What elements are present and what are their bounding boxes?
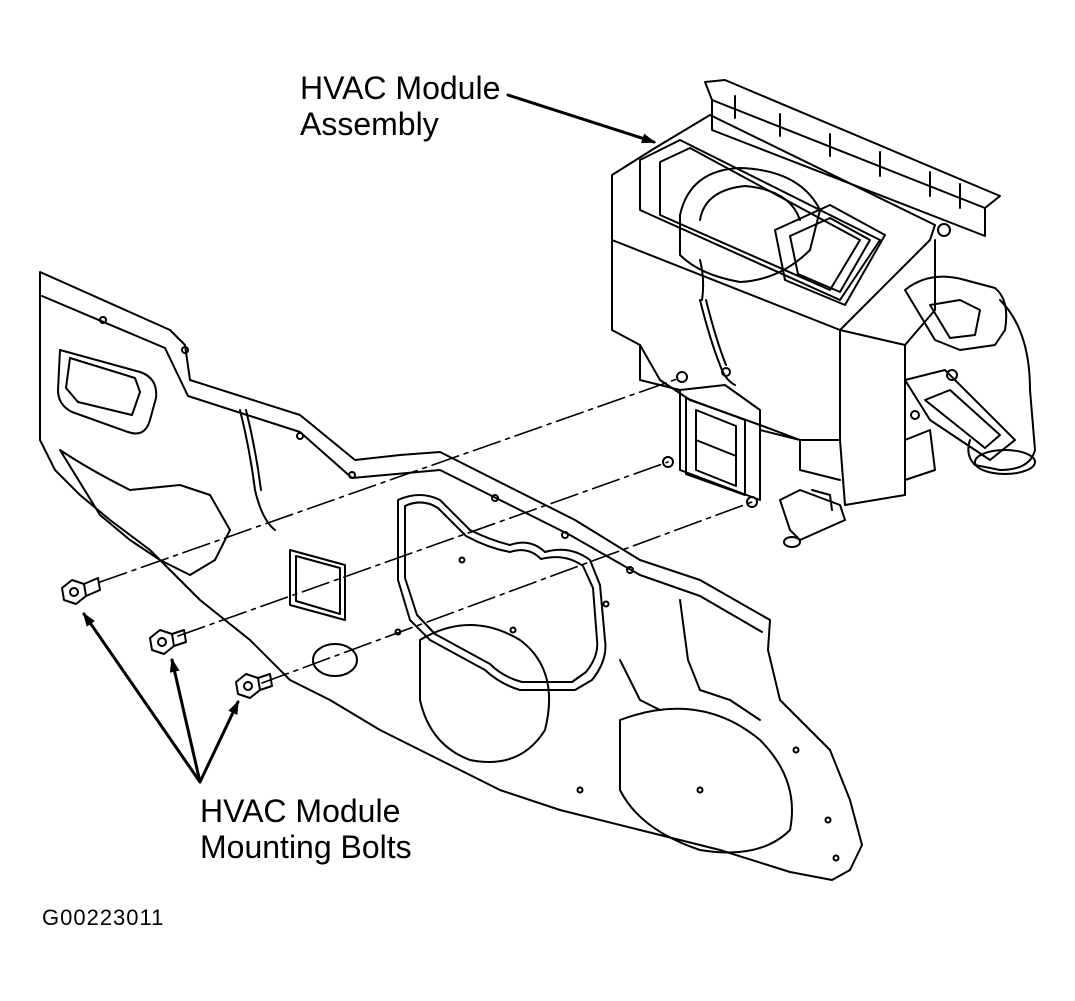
leader-arrows — [82, 93, 656, 784]
bolt-2 — [149, 629, 187, 655]
callout-assembly-line1: HVAC Module — [300, 70, 501, 106]
bolt-1 — [61, 577, 101, 605]
callout-bolts-line2: Mounting Bolts — [200, 829, 412, 865]
callout-hvac-module-assembly: HVAC Module Assembly — [300, 70, 500, 142]
alignment-lines — [99, 377, 753, 684]
callout-bolts-line1: HVAC Module — [200, 793, 401, 829]
figure-id: G00223011 — [42, 905, 165, 930]
callout-assembly-line2: Assembly — [300, 106, 439, 142]
callout-mounting-bolts: HVAC Module Mounting Bolts — [200, 793, 412, 865]
mounting-bolts — [61, 577, 273, 699]
dash-panel — [39, 271, 863, 881]
bolt-3 — [235, 673, 273, 699]
hvac-module — [611, 79, 1036, 548]
